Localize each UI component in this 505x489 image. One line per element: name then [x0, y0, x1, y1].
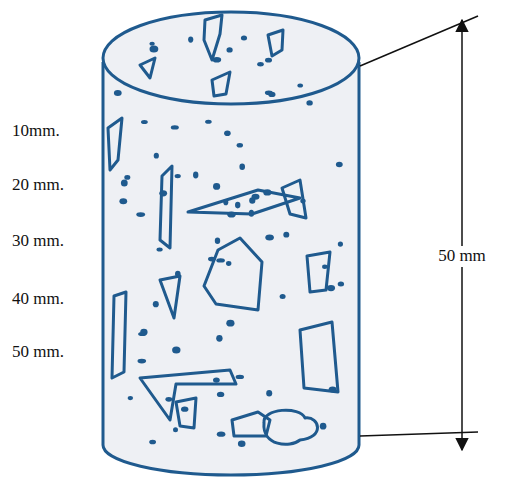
aggregate-dot	[336, 162, 343, 167]
aggregate-dot	[136, 212, 145, 217]
aggregate-dot	[249, 210, 254, 217]
dimension-label: 50 mm	[436, 246, 488, 267]
aggregate-dot	[175, 174, 181, 178]
depth-mark: 50 mm.	[12, 343, 64, 362]
aggregate-dot	[227, 211, 236, 217]
aggregate-dot	[252, 194, 260, 200]
depth-mark: 40 mm.	[12, 290, 64, 309]
aggregate-dot	[140, 329, 147, 336]
aggregate-dot	[227, 47, 233, 52]
aggregate-dot	[172, 347, 180, 354]
cylinder-body	[103, 62, 359, 475]
aggregate-dot	[329, 386, 337, 392]
aggregate-dot	[306, 100, 312, 105]
aggregate-dot	[237, 143, 243, 148]
depth-mark: 30 mm.	[12, 232, 64, 251]
aggregate-dot	[235, 202, 240, 209]
aggregate-dot	[121, 180, 128, 187]
aggregate-dot	[322, 265, 327, 269]
aggregate-dot	[149, 42, 154, 46]
aggregate-dot	[193, 172, 198, 179]
depth-mark: 20 mm.	[12, 176, 64, 195]
aggregate-dot	[171, 125, 179, 129]
cylinder-top	[103, 12, 359, 104]
aggregate-dot	[265, 90, 273, 95]
aggregates	[108, 15, 338, 444]
aggregate-dot	[213, 377, 220, 382]
aggregate-dot	[165, 397, 172, 402]
aggregate-dot	[157, 248, 163, 252]
aggregate-dot	[173, 427, 178, 432]
aggregate-dot	[124, 175, 130, 180]
aggregate-dot	[266, 390, 272, 396]
aggregate-dot	[153, 301, 159, 307]
aggregate-dot	[208, 257, 216, 262]
aggregate-dot	[181, 407, 188, 412]
aggregate-dot	[338, 281, 344, 286]
aggregate-dot	[213, 183, 220, 190]
aggregate-dot	[226, 320, 234, 327]
aggregate-dot	[205, 120, 212, 124]
aggregate-dot	[283, 232, 289, 238]
aggregate-dot	[216, 258, 225, 262]
aggregate-dot	[300, 199, 305, 204]
aggregate-dot	[257, 62, 264, 66]
aggregate-dot	[159, 190, 167, 196]
aggregate-dot	[338, 242, 343, 247]
aggregate-dot	[114, 90, 122, 96]
dimension-lines	[360, 16, 478, 450]
aggregate-dot	[217, 432, 226, 437]
aggregate-dot	[175, 271, 181, 277]
aggregate-dot	[280, 294, 286, 299]
aggregate-dot	[327, 285, 335, 291]
aggregate-dot	[138, 359, 147, 364]
aggregate-dot	[154, 153, 159, 159]
aggregate-dot	[141, 120, 148, 124]
aggregate-dot	[238, 441, 246, 447]
aggregate-dot	[224, 131, 231, 137]
aggregate-dot	[320, 423, 327, 430]
aggregate-dot	[119, 198, 127, 204]
aggregate-dot	[188, 37, 193, 43]
aggregate-dot	[216, 335, 222, 342]
aggregate-dot	[226, 261, 231, 266]
aggregate-dot	[241, 36, 247, 41]
aggregate-dot	[212, 57, 221, 63]
aggregate-dot	[297, 83, 303, 87]
aggregate-dot	[265, 58, 272, 63]
depth-mark: 10mm.	[12, 122, 60, 141]
aggregate-dot	[236, 375, 244, 379]
aggregate-dot	[128, 396, 133, 400]
aggregate-dot	[150, 46, 159, 53]
aggregate-dot	[215, 237, 220, 244]
aggregate-dot	[263, 189, 271, 195]
aggregate-dot	[265, 235, 274, 241]
aggregate-dot	[239, 164, 245, 170]
aggregate-dot	[217, 392, 224, 397]
fine-aggregate-dots	[114, 36, 344, 447]
aggregate-dot	[223, 199, 228, 205]
aggregate-dot	[149, 440, 156, 445]
